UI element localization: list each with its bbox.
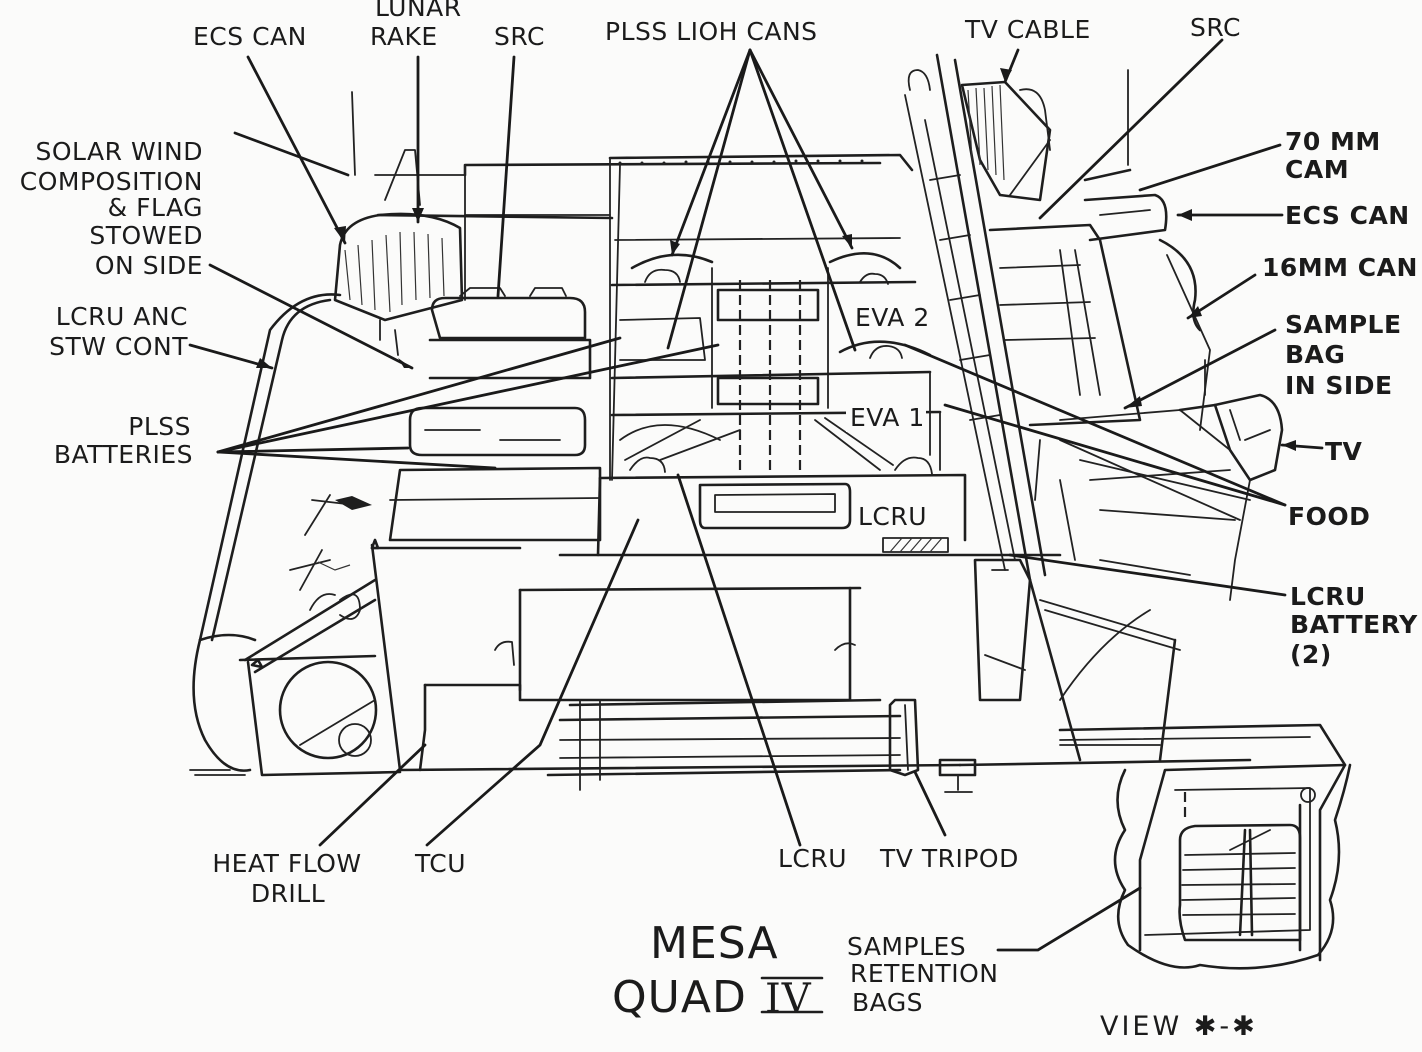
label-70mm-line1: 70 MM — [1285, 127, 1381, 156]
inset-caption: VIEW ✱-✱ — [1100, 1011, 1258, 1042]
label-solar-wind-line4: STOWED — [89, 221, 203, 250]
label-heat-flow-drill: HEAT FLOW DRILL — [212, 849, 361, 908]
leader-heat-flow — [318, 743, 427, 847]
leader-plss-lioh-4 — [748, 48, 857, 352]
leader-tcu — [425, 518, 640, 847]
label-lcru-anc: LCRU ANC STW CONT — [49, 302, 188, 361]
label-lcru-battery-line1: LCRU — [1290, 582, 1366, 611]
leader-plss-lioh-2 — [666, 48, 752, 350]
label-sample-bag-line2: BAG — [1285, 340, 1345, 369]
leader-plss-lioh-1 — [670, 48, 752, 257]
leader-plss-lioh-3 — [748, 48, 854, 250]
label-tv-tripod: TV TRIPOD — [879, 844, 1019, 873]
label-ecs-can-left: ECS CAN — [193, 22, 307, 51]
label-solar-wind-line2: COMPOSITION — [20, 167, 203, 196]
numeral-bars — [760, 976, 824, 1014]
label-lcru-battery: LCRU BATTERY (2) — [1290, 582, 1418, 669]
label-lcru-battery-line3: (2) — [1290, 640, 1332, 669]
leader-samples-retention — [996, 886, 1142, 952]
label-src-left: SRC — [494, 22, 545, 51]
label-solar-wind: SOLAR WIND COMPOSITION & FLAG STOWED ON … — [20, 137, 203, 280]
leader-plss-batt-1 — [216, 336, 622, 454]
label-lunar-rake-line1: LUNAR — [375, 0, 462, 22]
label-src-right: SRC — [1190, 13, 1241, 42]
title-mesa: MESA — [650, 918, 779, 969]
label-70mm-cam: 70 MM CAM — [1285, 127, 1381, 184]
label-lcru-anc-line2: STW CONT — [49, 332, 188, 361]
leader-src-right — [1038, 38, 1224, 220]
label-sample-bag-line3: IN SIDE — [1285, 371, 1393, 400]
label-heat-flow-line1: HEAT FLOW — [212, 849, 361, 878]
label-food: FOOD — [1288, 502, 1370, 531]
label-lunar-rake-line2: RAKE — [370, 22, 438, 51]
label-70mm-line2: CAM — [1285, 155, 1349, 184]
title-quad: QUAD — [612, 972, 747, 1023]
label-lcru-battery-line2: BATTERY — [1290, 610, 1418, 639]
label-tv-cable: TV CABLE — [964, 15, 1091, 44]
label-16mm-can: 16MM CAN — [1262, 253, 1418, 282]
label-tv: TV — [1325, 437, 1363, 466]
leader-plss-batt-2 — [216, 343, 720, 454]
label-eva-2: EVA 2 — [855, 303, 930, 332]
label-solar-wind-line5: ON SIDE — [95, 251, 203, 280]
callout-labels: ECS CAN LUNAR RAKE SRC PLSS LIOH CANS TV… — [20, 0, 1418, 1017]
title-numeral: IV — [765, 976, 812, 1022]
leader-70mm — [1138, 143, 1282, 192]
leader-food-2 — [943, 403, 1287, 507]
leader-solar-wind — [233, 131, 350, 177]
label-heat-flow-line2: DRILL — [251, 879, 325, 908]
label-solar-wind-line3: & FLAG — [108, 193, 203, 222]
label-ecs-can-right: ECS CAN — [1285, 201, 1410, 230]
arrowheads — [256, 68, 1296, 451]
label-plss-batteries-line2: BATTERIES — [54, 440, 193, 469]
inset-view-samples — [1058, 723, 1352, 970]
leader-solar-wind-flag — [208, 263, 414, 370]
leader-tv-tripod — [913, 770, 947, 837]
label-sample-bag: SAMPLE BAG IN SIDE — [1285, 310, 1402, 400]
label-eva-1: EVA 1 — [850, 403, 925, 432]
label-lcru-inner: LCRU — [858, 502, 927, 531]
label-plss-batteries: PLSS BATTERIES — [54, 412, 193, 469]
label-samples-retention-line3: BAGS — [852, 988, 923, 1017]
leader-plss-batt-3 — [216, 446, 410, 454]
figure-title: MESA QUAD IV — [612, 918, 824, 1023]
label-lcru-bottom: LCRU — [778, 844, 847, 873]
label-solar-wind-line1: SOLAR WIND — [35, 137, 203, 166]
label-samples-retention-line2: RETENTION — [850, 959, 998, 988]
leader-plss-batt-4 — [216, 450, 497, 470]
leader-src-left — [496, 55, 516, 298]
leader-ecs-can-left — [246, 55, 347, 245]
leader-sample-bag — [1123, 328, 1277, 410]
label-tcu: TCU — [414, 849, 466, 878]
leader-food-1 — [903, 343, 1287, 507]
leader-lcru-battery — [1008, 553, 1287, 597]
label-lcru-anc-line1: LCRU ANC — [56, 302, 188, 331]
label-samples-retention-line1: SAMPLES — [847, 932, 966, 961]
leader-lcru-bottom — [676, 473, 802, 847]
label-plss-batteries-line1: PLSS — [128, 412, 191, 441]
label-plss-lioh-cans: PLSS LIOH CANS — [605, 17, 818, 46]
label-samples-retention: SAMPLES RETENTION BAGS — [847, 932, 998, 1017]
label-sample-bag-line1: SAMPLE — [1285, 310, 1402, 339]
